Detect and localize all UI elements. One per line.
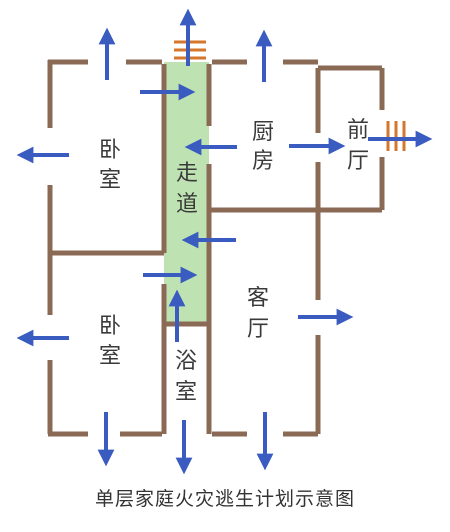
room-label-bedroom-top: 卧室 bbox=[99, 138, 121, 193]
room-label-front-hall: 前厅 bbox=[347, 118, 369, 174]
room-label-bedroom-bottom: 卧室 bbox=[99, 314, 121, 369]
room-label-kitchen: 厨房 bbox=[252, 120, 274, 174]
walls bbox=[47, 59, 385, 437]
floor-plan: 卧室 卧室 走道 厨房 前厅 客厅 浴室 bbox=[16, 8, 433, 475]
exit-door-icon bbox=[386, 121, 406, 151]
room-label-living-room: 客厅 bbox=[247, 286, 269, 342]
room-label-corridor: 走道 bbox=[176, 161, 198, 217]
room-label-bathroom: 浴室 bbox=[175, 349, 197, 405]
diagram-caption: 单层家庭火灾逃生计划示意图 bbox=[94, 488, 355, 510]
